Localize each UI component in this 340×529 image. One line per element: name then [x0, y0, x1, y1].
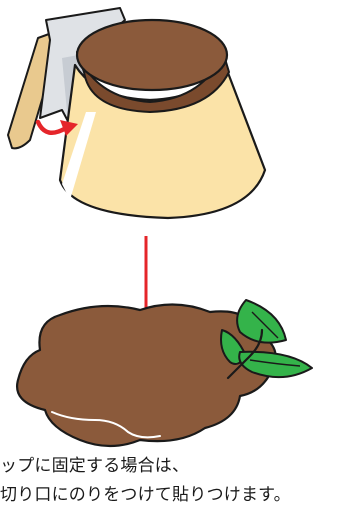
- caramel-top: [77, 20, 227, 90]
- pudding-assembly-illustration: [0, 0, 340, 470]
- caption-line-2: 切り口にのりをつけて貼りつけます。: [0, 480, 291, 505]
- caption-line-1: ップに固定する場合は、: [0, 451, 189, 476]
